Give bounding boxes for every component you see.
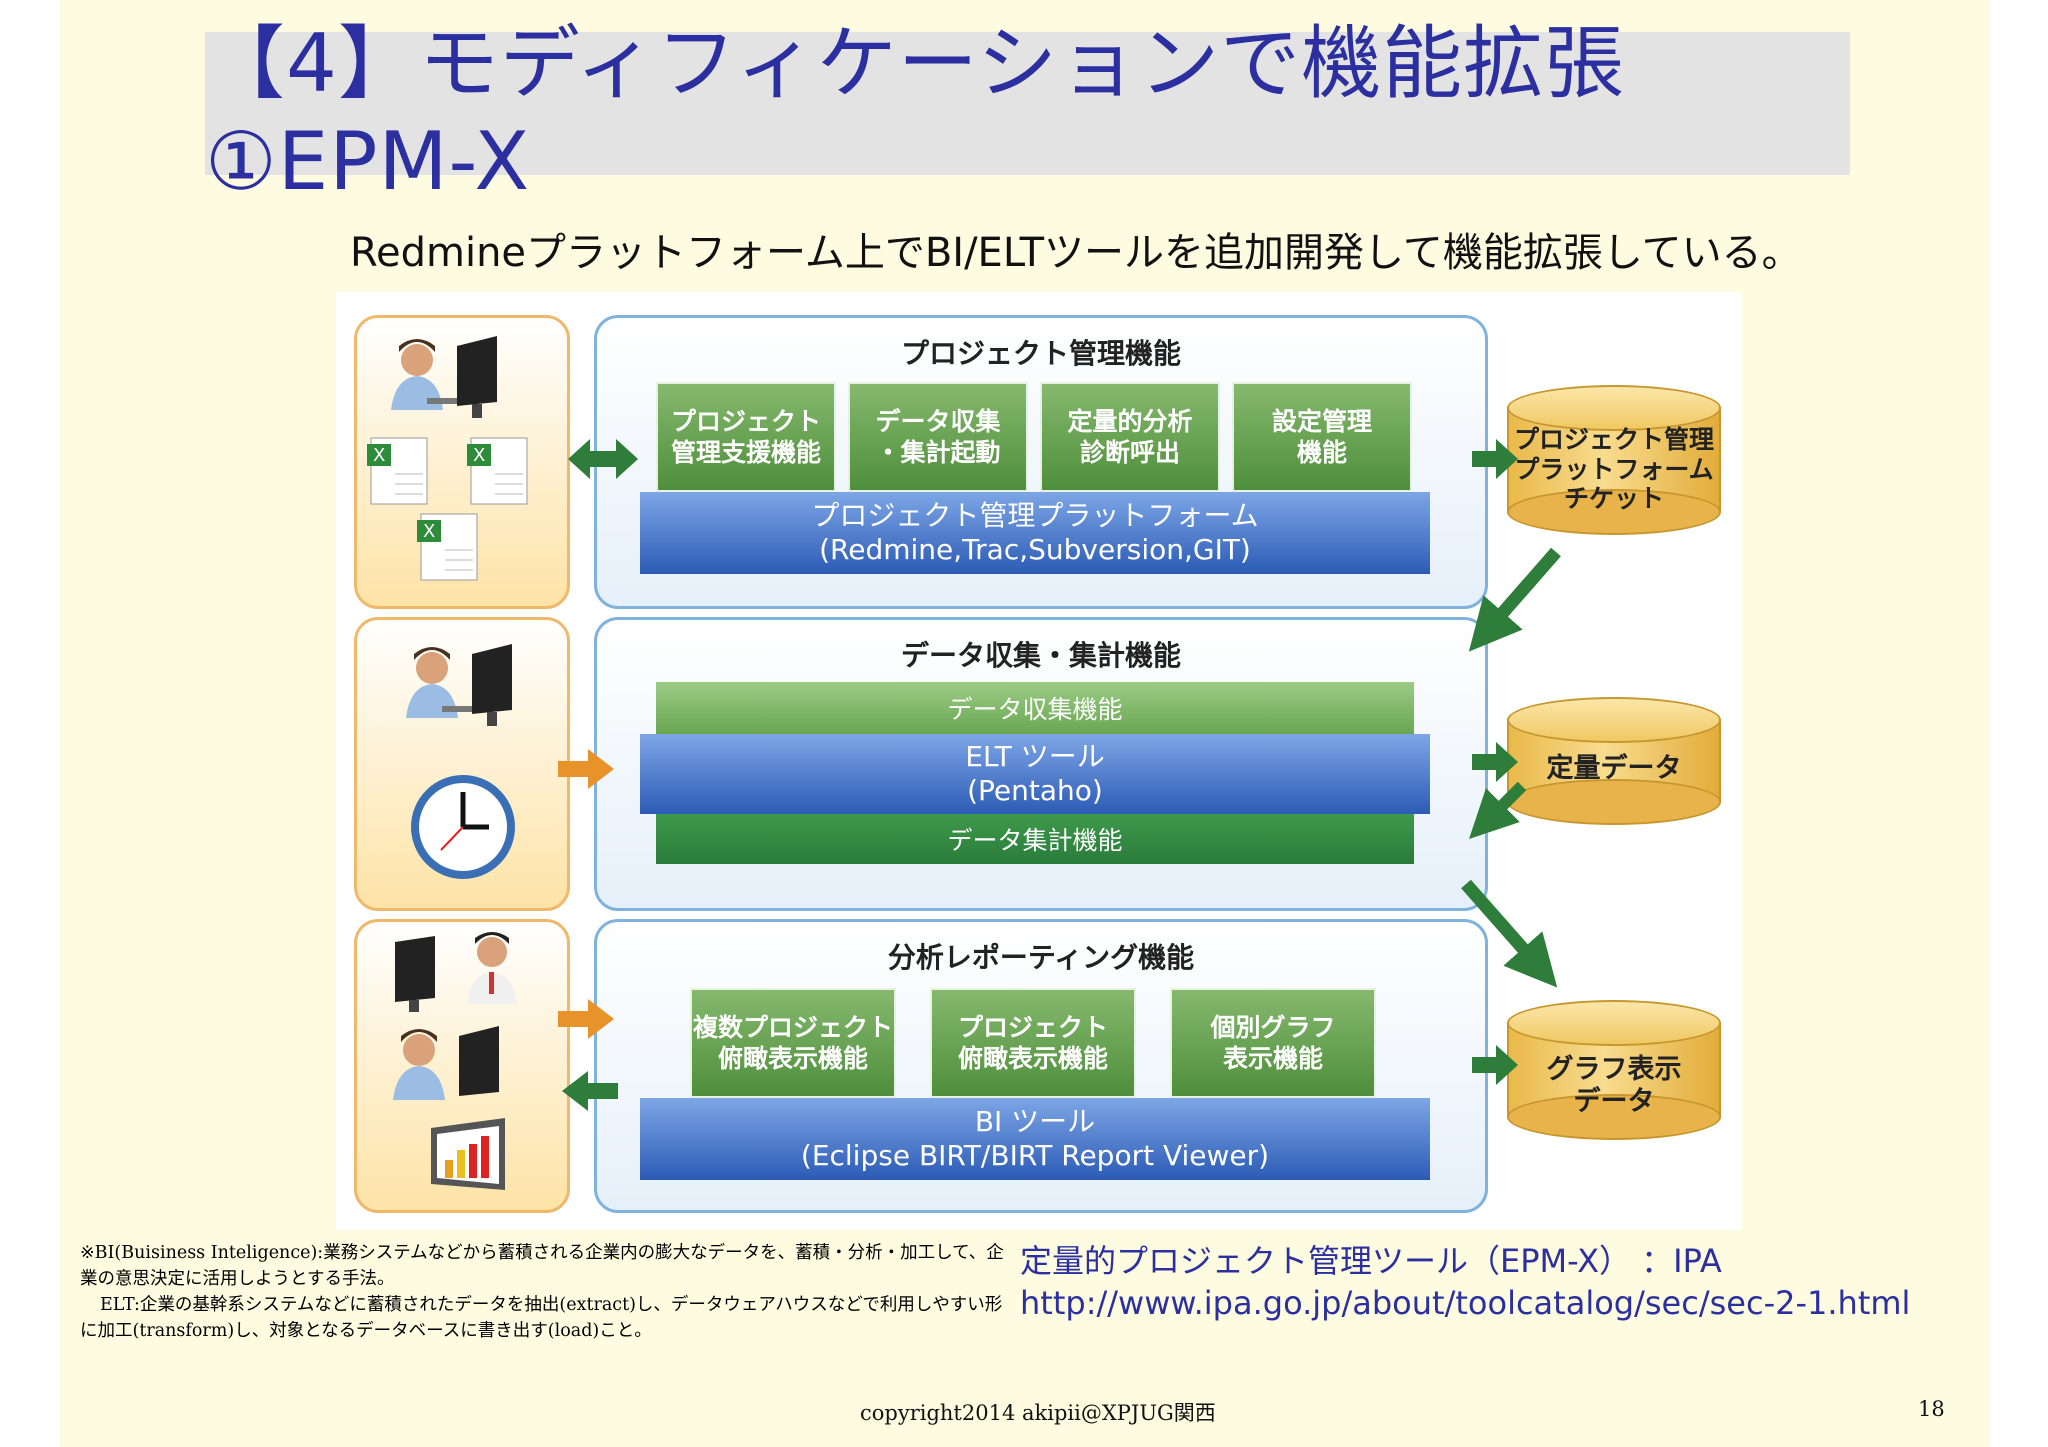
- arrow-data-to-quant: [1472, 742, 1518, 782]
- bi-tool-product: (Eclipse BIRT/BIRT Report Viewer): [800, 1139, 1270, 1172]
- data-collection-function-bar: データ収集機能: [656, 682, 1414, 734]
- flow-arrows: [558, 439, 1561, 1111]
- svg-text:X: X: [473, 445, 485, 466]
- pm-platform-bar: プロジェクト管理プラットフォーム (Redmine,Trac,Subversio…: [640, 492, 1430, 574]
- arrow-pm-to-ticket: [1472, 439, 1518, 479]
- svg-text:X: X: [373, 445, 385, 466]
- arrow-quant-to-data: [1469, 781, 1527, 839]
- data-users-panel: [354, 617, 570, 911]
- module-individual-graph: 個別グラフ表示機能: [1170, 988, 1376, 1098]
- page-title: 【4】モディフィケーションで機能拡張①EPM-X: [205, 17, 1626, 208]
- title-band: [205, 32, 1850, 175]
- module-project-management-support: プロジェクト管理支援機能: [656, 382, 836, 492]
- arrow-ticket-to-data: [1468, 547, 1561, 652]
- report-users-panel: [354, 919, 570, 1213]
- module-data-collection-trigger: データ収集・集計起動: [848, 382, 1028, 492]
- ticket-datastore: プロジェクト管理プラットフォームチケット: [1507, 385, 1721, 535]
- pm-user-with-spreadsheets-icon: X X X: [367, 336, 528, 581]
- arrow-report-to-user: [562, 1071, 618, 1111]
- footnote-elt: ELT:企業の基幹系システムなどに蓄積されたデータを抽出(extract)し、デ…: [80, 1295, 1003, 1341]
- architecture-diagram: X X X: [336, 292, 1742, 1230]
- svg-text:X: X: [423, 521, 435, 542]
- project-management-group-title: プロジェクト管理機能: [900, 337, 1181, 370]
- page-number: 18: [1918, 1397, 1945, 1421]
- data-user-with-clock-icon: [406, 644, 515, 879]
- pm-platform-tools: (Redmine,Trac,Subversion,GIT): [819, 533, 1251, 566]
- elt-tool-name: ELT ツール: [965, 740, 1105, 774]
- quantitative-data-store: 定量データ: [1507, 697, 1721, 825]
- arrow-report-to-graph-store: [1472, 1045, 1518, 1085]
- footnote: ※BI(Buisiness Inteligence):業務システムなどから蓄積さ…: [80, 1240, 1010, 1344]
- bi-tool-bar: BI ツール (Eclipse BIRT/BIRT Report Viewer): [640, 1098, 1430, 1180]
- data-aggregation-function-bar: データ集計機能: [656, 814, 1414, 864]
- ticket-datastore-label: プロジェクト管理プラットフォームチケット: [1513, 425, 1714, 513]
- reporting-group-title: 分析レポーティング機能: [887, 941, 1195, 974]
- report-users-with-chart-icon: [393, 932, 517, 1190]
- module-project-overview: プロジェクト俯瞰表示機能: [930, 988, 1136, 1098]
- module-quantitative-analysis: 定量的分析診断呼出: [1040, 382, 1220, 492]
- elt-tool-bar: ELT ツール (Pentaho): [640, 734, 1430, 814]
- arrow-user-to-report: [558, 999, 614, 1039]
- reference-url-link[interactable]: http://www.ipa.go.jp/about/toolcatalog/s…: [1020, 1284, 1911, 1322]
- arrow-user-to-data: [558, 749, 614, 789]
- data-collection-group-title: データ収集・集計機能: [900, 639, 1181, 672]
- module-configuration-management: 設定管理機能: [1232, 382, 1412, 492]
- arrow-data-to-graph-store: [1461, 879, 1558, 988]
- pm-bidirectional-arrow: [568, 439, 638, 479]
- reference-label: 定量的プロジェクト管理ツール（EPM-X） ：IPA: [1020, 1242, 1722, 1280]
- bi-tool-name: BI ツール: [974, 1105, 1096, 1139]
- elt-tool-product: (Pentaho): [967, 774, 1103, 807]
- pm-platform-name: プロジェクト管理プラットフォーム: [811, 499, 1259, 533]
- page-subtitle: Redmineプラットフォーム上でBI/ELTツールを追加開発して機能拡張してい…: [350, 230, 1802, 276]
- quantitative-data-store-label: 定量データ: [1546, 753, 1682, 784]
- graph-display-data-store-label: グラフ表示データ: [1546, 1054, 1682, 1117]
- footer-copyright: copyright2014 akipii@XPJUG関西: [860, 1401, 1216, 1425]
- pm-users-panel: X X X: [354, 315, 570, 609]
- footnote-bi: ※BI(Buisiness Inteligence):業務システムなどから蓄積さ…: [80, 1243, 1004, 1289]
- module-multi-project-overview: 複数プロジェクト俯瞰表示機能: [690, 988, 896, 1098]
